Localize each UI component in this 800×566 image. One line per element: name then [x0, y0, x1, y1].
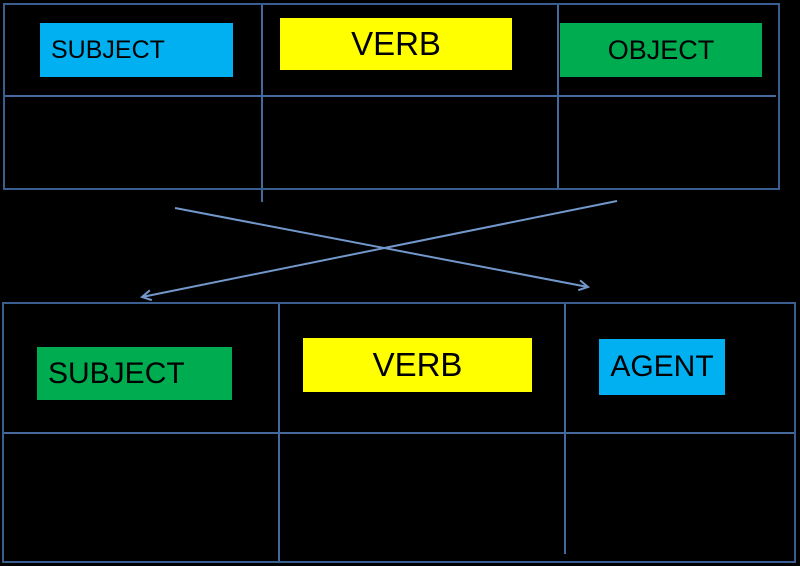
agent-label-passive: AGENT: [610, 350, 714, 383]
subject-label-active: SUBJECT: [51, 35, 165, 64]
active-voice-table: [3, 3, 780, 190]
arrow-subject-to-agent: [174, 207, 591, 292]
verb-box-passive: VERB: [303, 338, 532, 392]
verb-label-passive: VERB: [372, 346, 463, 383]
verb-label-active: VERB: [351, 25, 441, 62]
table-gridline: [5, 95, 776, 97]
arrow-object-to-subject: [139, 200, 618, 302]
verb-box-active: VERB: [280, 18, 512, 70]
table-gridline: [4, 432, 794, 434]
subject-box-active: SUBJECT: [40, 23, 233, 77]
subject-label-passive: SUBJECT: [48, 356, 185, 390]
table-gridline: [261, 190, 263, 202]
agent-box-passive: AGENT: [599, 339, 725, 395]
passive-voice-table: [2, 302, 796, 563]
object-label-active: OBJECT: [607, 34, 715, 65]
subject-box-passive: SUBJECT: [37, 347, 232, 400]
object-box-active: OBJECT: [560, 23, 762, 77]
table-gridline: [564, 304, 566, 554]
